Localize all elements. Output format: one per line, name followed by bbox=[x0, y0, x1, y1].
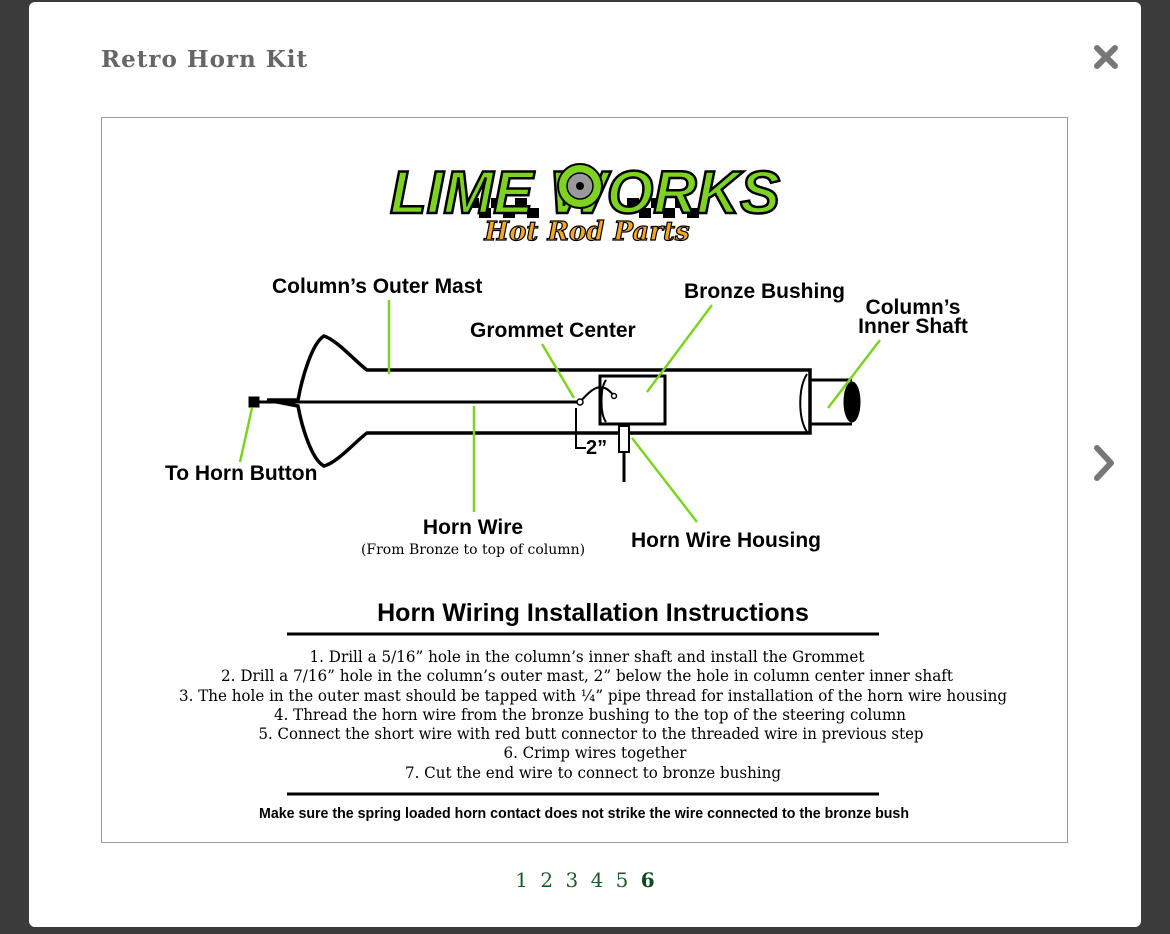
label-measure: 2” bbox=[586, 437, 607, 459]
diagram-labels: Column’s Outer Mast Bronze Bushing Colum… bbox=[165, 275, 968, 552]
step-7: 7. Cut the end wire to connect to bronze… bbox=[405, 763, 781, 782]
step-6: 6. Crimp wires together bbox=[504, 743, 687, 762]
close-button[interactable] bbox=[1091, 42, 1121, 72]
steering-column-drawing bbox=[248, 334, 861, 482]
step-4: 4. Thread the horn wire from the bronze … bbox=[274, 705, 906, 724]
warning-text: Make sure the spring loaded horn contact… bbox=[259, 805, 909, 822]
limeworks-logo: LIME WORKS Hot Rod Parts bbox=[389, 158, 781, 248]
chevron-right-icon bbox=[1094, 445, 1114, 481]
instructions-title: Horn Wiring Installation Instructions bbox=[377, 599, 809, 627]
logo-tagline-text: Hot Rod Parts bbox=[483, 217, 690, 247]
step-1: 1. Drill a 5/16” hole in the column’s in… bbox=[310, 647, 866, 666]
step-2: 2. Drill a 7/16” hole in the column’s ou… bbox=[221, 666, 954, 685]
label-horn-wire-housing: Horn Wire Housing bbox=[631, 529, 821, 552]
label-outer-mast: Column’s Outer Mast bbox=[272, 275, 482, 298]
instruction-steps: 1. Drill a 5/16” hole in the column’s in… bbox=[179, 647, 1007, 782]
page-link-6-current[interactable]: 6 bbox=[640, 868, 655, 892]
modal-title: Retro Horn Kit bbox=[101, 46, 309, 73]
step-3: 3. The hole in the outer mast should be … bbox=[179, 686, 1007, 705]
step-5: 5. Connect the short wire with red butt … bbox=[259, 724, 924, 743]
checkered-flag-right bbox=[627, 198, 699, 218]
checkered-flag-left bbox=[467, 198, 539, 218]
leader-lines bbox=[238, 300, 881, 523]
label-inner-shaft-2: Inner Shaft bbox=[858, 315, 968, 338]
close-icon bbox=[1094, 45, 1118, 69]
lightbox-modal: Retro Horn Kit bbox=[29, 2, 1141, 927]
page-link-3[interactable]: 3 bbox=[565, 868, 579, 892]
label-horn-wire: Horn Wire bbox=[423, 516, 523, 539]
label-bronze-bushing: Bronze Bushing bbox=[684, 280, 845, 303]
next-image-button[interactable] bbox=[1089, 442, 1119, 484]
wheel-icon bbox=[557, 163, 603, 209]
page-link-2[interactable]: 2 bbox=[540, 868, 554, 892]
image-pager: 1 2 3 4 5 6 bbox=[29, 868, 1141, 892]
page-link-1[interactable]: 1 bbox=[515, 868, 529, 892]
label-grommet-center: Grommet Center bbox=[470, 319, 636, 342]
page-link-5[interactable]: 5 bbox=[615, 868, 629, 892]
label-horn-wire-note: (From Bronze to top of column) bbox=[361, 542, 585, 558]
label-inner-shaft-1: Column’s bbox=[866, 296, 961, 319]
page-link-4[interactable]: 4 bbox=[590, 868, 604, 892]
diagram-image: LIME WORKS Hot Rod Parts bbox=[101, 117, 1068, 843]
label-horn-button: To Horn Button bbox=[165, 462, 317, 485]
